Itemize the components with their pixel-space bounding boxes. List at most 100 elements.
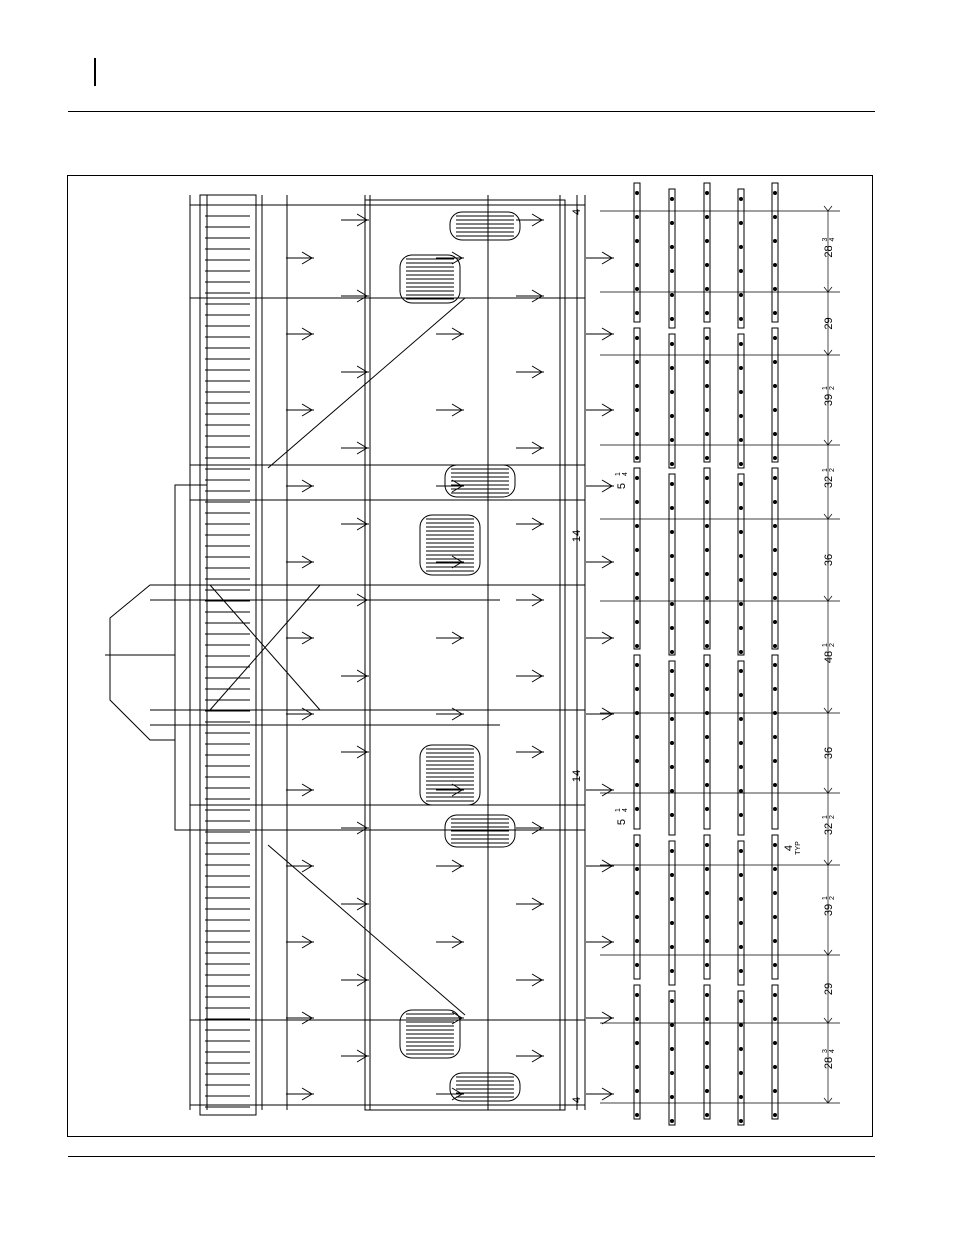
small-dimension-5-1-4: 514: [615, 808, 629, 825]
typ-label-text: TYP: [795, 841, 802, 855]
tine-mount: [774, 688, 777, 691]
tine-mount: [740, 766, 743, 769]
tine-mount: [706, 940, 709, 943]
tine-mount: [740, 270, 743, 273]
tine-mount: [671, 1120, 674, 1123]
tine-mount: [740, 343, 743, 346]
tine-mount: [671, 814, 674, 817]
tine-mount: [774, 433, 777, 436]
dimension-label: 3912: [822, 386, 836, 406]
tine-mount: [740, 483, 743, 486]
tine-mount: [636, 501, 639, 504]
dimension-value: 32: [823, 476, 835, 488]
tine-bar: [772, 328, 778, 462]
dimension-value: 5: [616, 483, 628, 489]
tine-mount: [636, 645, 639, 648]
tine-mount: [706, 1090, 709, 1093]
dimension-value: 28: [823, 245, 835, 257]
tine-mount: [671, 627, 674, 630]
tine-mount: [636, 240, 639, 243]
tine-mount: [740, 627, 743, 630]
typ-label: TYP: [795, 841, 802, 855]
tine-mount: [774, 457, 777, 460]
dimension-value: 4: [783, 845, 795, 851]
tine-mount: [636, 409, 639, 412]
tine-mount: [774, 409, 777, 412]
tine-mount: [636, 549, 639, 552]
dimension-numerator: 1: [615, 472, 622, 476]
tine-mount: [740, 814, 743, 817]
tine-mount: [671, 318, 674, 321]
tine-mount: [740, 651, 743, 654]
dimension-denominator: 2: [829, 896, 836, 900]
tine-mount: [671, 718, 674, 721]
tine-mount: [706, 549, 709, 552]
frame-structure: [105, 195, 614, 1115]
tine-mount: [671, 1000, 674, 1003]
tine-bar: [704, 655, 710, 829]
tine-mount: [636, 736, 639, 739]
tine-mount: [671, 367, 674, 370]
tine-bar: [738, 661, 744, 835]
dimension-denominator: 4: [622, 808, 629, 812]
dimension-numerator: 3: [822, 238, 829, 242]
tine-bar: [669, 334, 675, 468]
tine-bar: [704, 183, 710, 322]
tine-mount: [740, 742, 743, 745]
tine-mount: [774, 964, 777, 967]
tine-mount: [671, 198, 674, 201]
tine-mount: [774, 994, 777, 997]
tine-mount: [671, 222, 674, 225]
tine-bar: [634, 655, 640, 829]
small-dimension-bottom: 4: [571, 1097, 583, 1103]
tine-bar: [772, 985, 778, 1119]
tine-mount: [774, 736, 777, 739]
tine-mount: [774, 264, 777, 267]
tine-mount: [774, 892, 777, 895]
tine-mount: [706, 501, 709, 504]
dimension-numerator: 1: [822, 815, 829, 819]
tine-mount: [706, 1114, 709, 1117]
tine-mount: [740, 1000, 743, 1003]
dimension-denominator: 2: [829, 815, 836, 819]
dimension-numerator: 1: [822, 386, 829, 390]
small-dimension-top: 4: [571, 209, 583, 215]
tine-mount: [671, 1048, 674, 1051]
dimension-value: 39: [823, 394, 835, 406]
tine-mount: [706, 844, 709, 847]
tine-bar: [738, 991, 744, 1125]
dimension-value: 29: [823, 983, 835, 995]
typ-dimension: 4: [783, 845, 795, 851]
tine-mount: [706, 240, 709, 243]
dimension-value: 48: [823, 651, 835, 663]
tine-mount: [774, 337, 777, 340]
dimension-label: 29: [823, 983, 835, 995]
tine-mount: [636, 760, 639, 763]
dimension-arrow: [824, 206, 832, 211]
tine-mount: [671, 463, 674, 466]
dimension-value: 4: [571, 209, 583, 215]
tine-mount: [671, 343, 674, 346]
tine-mount: [706, 868, 709, 871]
tine-mount: [706, 964, 709, 967]
tine-mount: [671, 579, 674, 582]
tine-mount: [636, 457, 639, 460]
tine-mount: [671, 651, 674, 654]
tine-bar: [669, 841, 675, 985]
tine-mount: [740, 718, 743, 721]
tine-mount: [706, 312, 709, 315]
tine-mount: [706, 736, 709, 739]
tine-mount: [636, 1042, 639, 1045]
tine-mount: [774, 477, 777, 480]
tine-mount: [636, 964, 639, 967]
dimension-label: 3212: [822, 468, 836, 488]
dimension-value: 29: [823, 317, 835, 329]
tine-mount: [774, 192, 777, 195]
tine-mount: [706, 664, 709, 667]
tine-mount: [740, 246, 743, 249]
tine-bar: [738, 841, 744, 985]
tine-mount: [706, 808, 709, 811]
tine-mount: [671, 1024, 674, 1027]
